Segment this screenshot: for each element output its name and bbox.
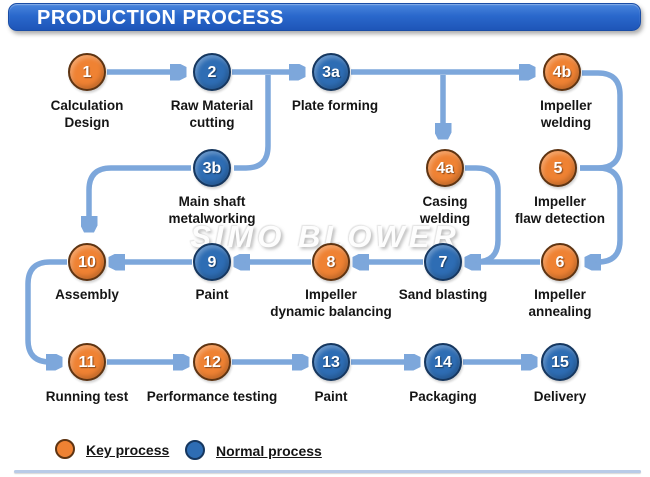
process-node-3a: 3a (312, 53, 350, 91)
process-label-3a: Plate forming (291, 98, 379, 113)
process-label-9: Paint (195, 287, 229, 302)
process-label-6: Impeller annealing (528, 287, 592, 319)
process-label-11: Running test (45, 389, 129, 404)
process-label-8: Impeller dynamic balancing (270, 287, 392, 319)
process-node-8: 8 (312, 243, 350, 281)
process-node-9: 9 (193, 243, 231, 281)
process-node-4b: 4b (543, 53, 581, 91)
process-label-5: Impeller flaw detection (514, 194, 605, 226)
process-node-4a: 4a (426, 149, 464, 187)
process-label-15: Delivery (533, 389, 587, 404)
process-node-7: 7 (424, 243, 462, 281)
process-label-12: Performance testing (146, 389, 278, 404)
edge-10-11 (25, 259, 67, 362)
process-label-4a: Casing welding (419, 194, 471, 226)
process-node-13: 13 (312, 343, 350, 381)
process-node-1: 1 (68, 53, 106, 91)
process-label-3b: Main shaft metalworking (168, 194, 256, 226)
process-node-6: 6 (541, 243, 579, 281)
process-node-14: 14 (424, 343, 462, 381)
process-label-2: Raw Material cutting (170, 98, 254, 130)
process-label-1: Calculation Design (50, 98, 124, 130)
process-node-12: 12 (193, 343, 231, 381)
process-label-4b: Impeller welding (540, 98, 592, 130)
process-node-2: 2 (193, 53, 231, 91)
edge-5-6 (580, 165, 623, 262)
edge-3b-10 (89, 165, 191, 229)
process-node-10: 10 (68, 243, 106, 281)
edge-2-3b (234, 75, 271, 171)
legend-key-process-dot (55, 439, 75, 459)
process-label-10: Assembly (55, 287, 119, 302)
page-title: PRODUCTION PROCESS (8, 3, 641, 31)
process-node-5: 5 (539, 149, 577, 187)
process-node-15: 15 (541, 343, 579, 381)
process-label-7: Sand blasting (398, 287, 488, 302)
legend-key-process-label: Key process (86, 442, 170, 458)
legend-normal-process-dot (185, 440, 205, 460)
process-label-14: Packaging (409, 389, 477, 404)
process-node-11: 11 (68, 343, 106, 381)
process-node-3b: 3b (193, 149, 231, 187)
legend-normal-process-label: Normal process (216, 443, 322, 459)
bottom-frame-line (14, 470, 641, 473)
process-label-13: Paint (314, 389, 348, 404)
